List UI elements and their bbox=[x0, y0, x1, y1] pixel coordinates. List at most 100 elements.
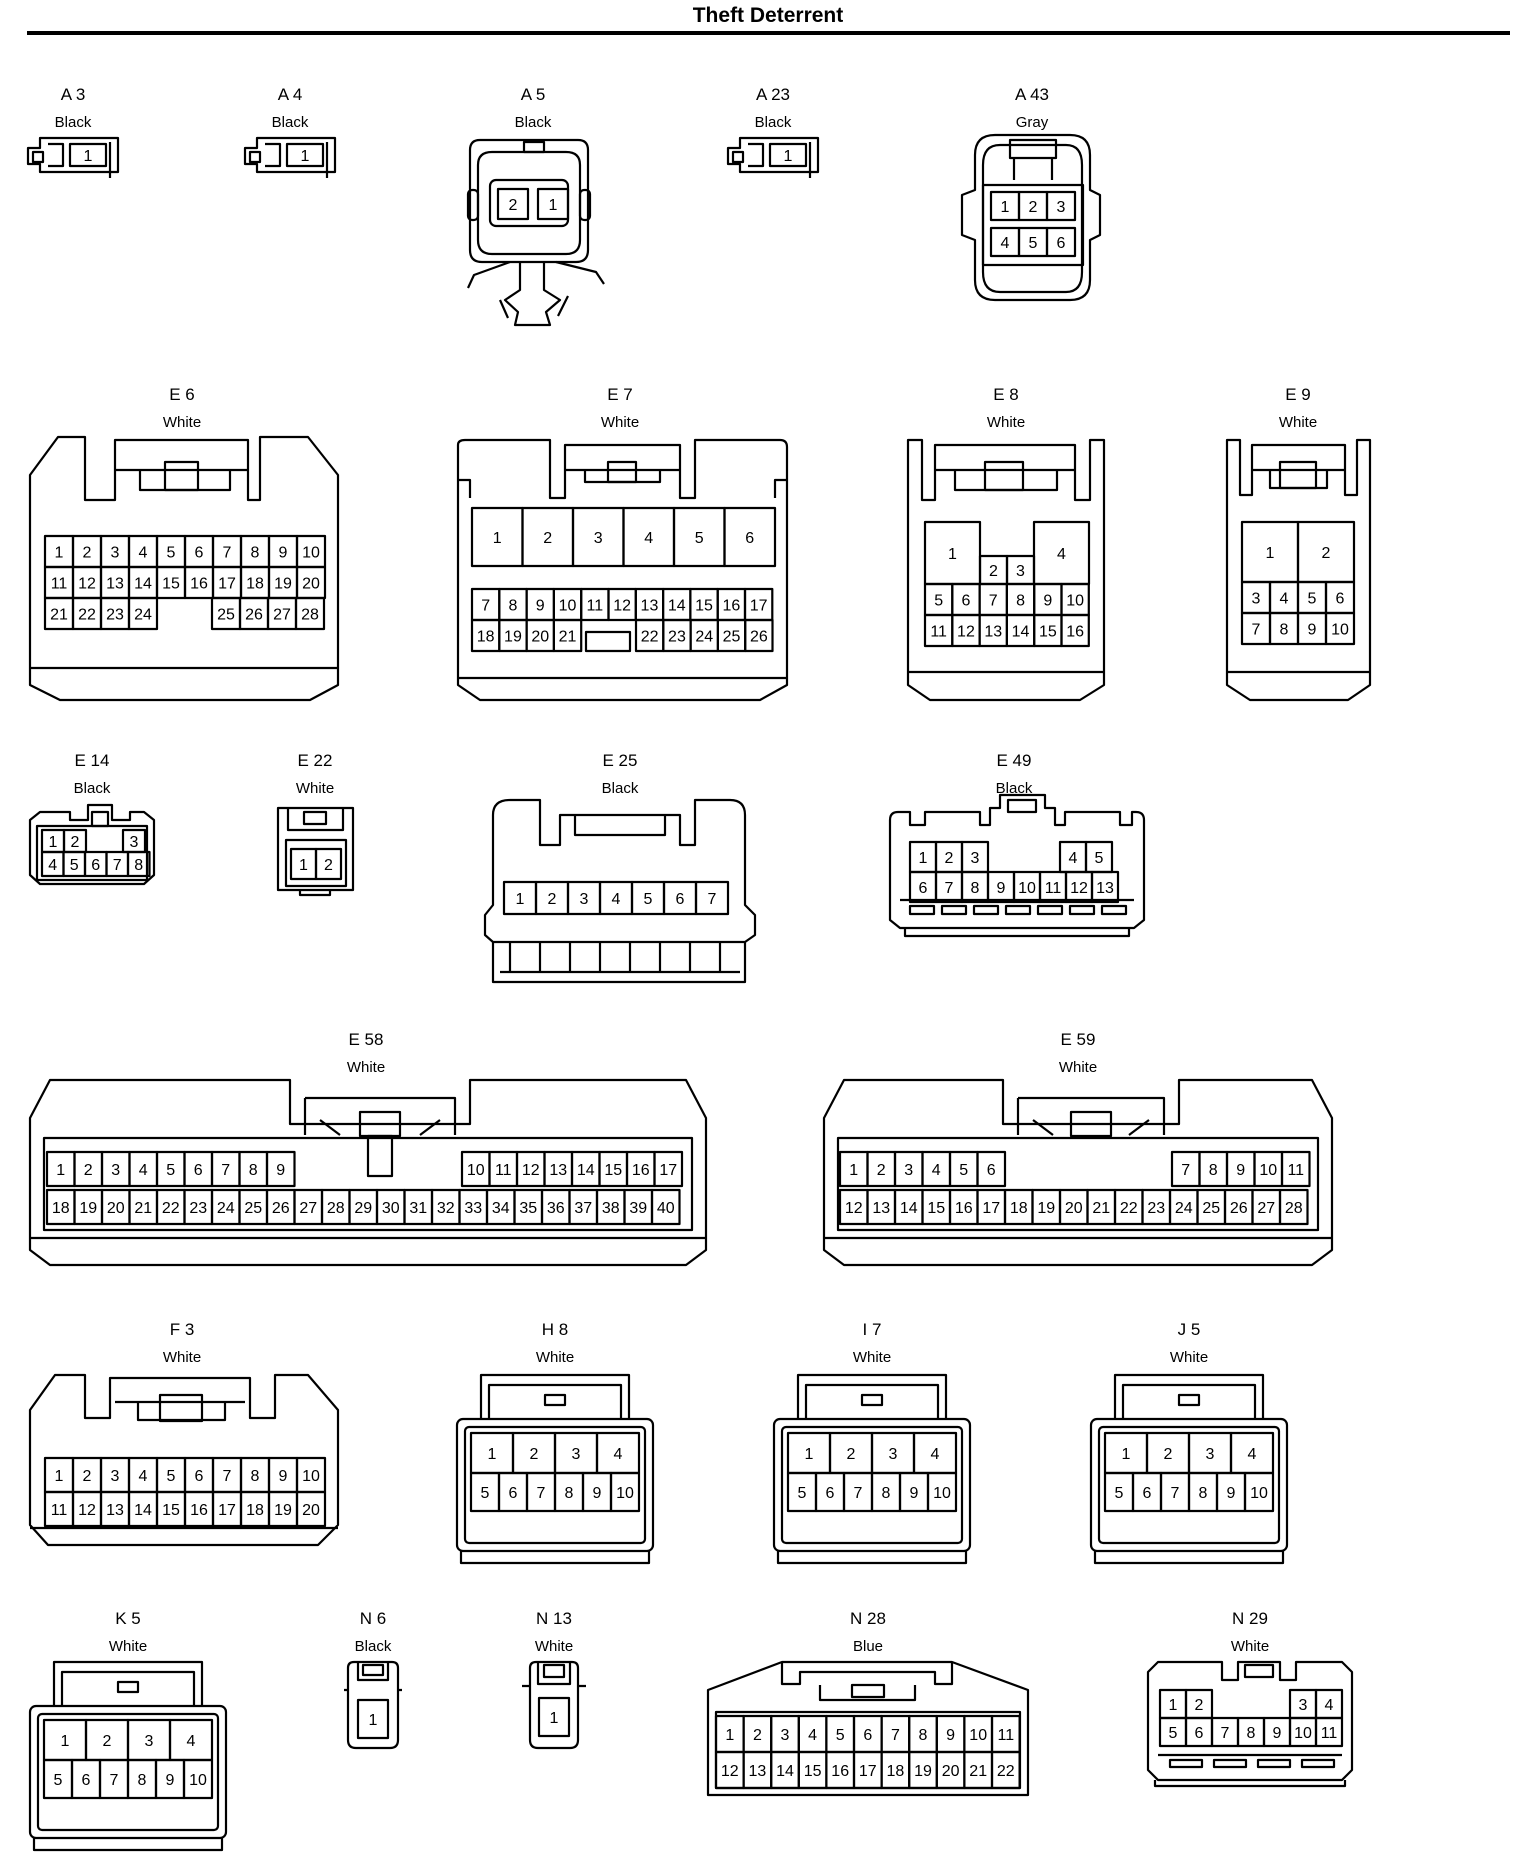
f3-pin-14: 14 bbox=[134, 1502, 152, 1519]
e49-label: E 49 bbox=[997, 751, 1032, 770]
e8-pin-16: 16 bbox=[1066, 624, 1084, 641]
f3-pin-9: 9 bbox=[279, 1468, 288, 1485]
e8-pin-15: 15 bbox=[1039, 624, 1057, 641]
pin-cavity: 23 bbox=[1141, 1188, 1172, 1226]
pin-cavity: 7 bbox=[98, 1758, 130, 1800]
pin-cavity: 4 bbox=[598, 880, 634, 916]
e59-pin-1: 1 bbox=[849, 1162, 858, 1179]
e8-pin-2: 2 bbox=[989, 563, 998, 580]
e6-pin-13: 13 bbox=[106, 576, 124, 593]
e7-pin-11: 11 bbox=[587, 598, 604, 615]
pin-cavity: 7 bbox=[1159, 1471, 1191, 1513]
e6-pin-16: 16 bbox=[190, 576, 208, 593]
pin-cavity: 5 bbox=[825, 1714, 856, 1754]
pin-cavity: 14 bbox=[1005, 613, 1036, 648]
pin-cavity: 1 bbox=[68, 142, 108, 168]
pin-cavity: 7 bbox=[880, 1714, 911, 1754]
e58-pin-13: 13 bbox=[549, 1162, 567, 1179]
pin-cavity: 17 bbox=[653, 1150, 684, 1188]
f3-pin-4: 4 bbox=[139, 1468, 148, 1485]
e58-pin-34: 34 bbox=[492, 1200, 510, 1217]
f3-pin-2: 2 bbox=[83, 1468, 92, 1485]
a43-pin-2: 2 bbox=[1029, 199, 1038, 216]
i7-pin-2: 2 bbox=[847, 1446, 856, 1463]
n29-pin-9: 9 bbox=[1273, 1725, 1282, 1742]
pin-cavity: 31 bbox=[403, 1188, 434, 1226]
e6-pin-14: 14 bbox=[134, 576, 152, 593]
n29-pin-4: 4 bbox=[1325, 1697, 1334, 1714]
pin-cavity: 22 bbox=[71, 596, 103, 631]
pin-cavity: 15 bbox=[921, 1188, 952, 1226]
pin-cavity: 38 bbox=[595, 1188, 626, 1226]
h8-pin-1: 1 bbox=[488, 1446, 497, 1463]
k5-pin-7: 7 bbox=[110, 1772, 119, 1789]
e8-pin-1: 1 bbox=[948, 546, 957, 563]
pin-cavity: 5 bbox=[786, 1471, 818, 1513]
pin-cavity: 4 bbox=[595, 1431, 641, 1475]
pin-cavity: 32 bbox=[430, 1188, 461, 1226]
e59-pin-15: 15 bbox=[927, 1200, 945, 1217]
n13-color: White bbox=[535, 1638, 573, 1655]
e22-label: E 22 bbox=[298, 751, 333, 770]
pin-cavity: 16 bbox=[183, 1490, 215, 1528]
pin-cavity: 3 bbox=[100, 1150, 131, 1188]
n29-pin-1: 1 bbox=[1169, 1697, 1178, 1714]
pin-cavity: 3 bbox=[1240, 580, 1272, 615]
pin-cavity: 10 bbox=[295, 1456, 327, 1494]
n6-color: Black bbox=[355, 1638, 392, 1655]
pin-cavity: 5 bbox=[630, 880, 666, 916]
h8-pin-2: 2 bbox=[530, 1446, 539, 1463]
e7-pin-7: 7 bbox=[481, 598, 490, 615]
pin-cavity: 7 bbox=[211, 1456, 243, 1494]
e58-pin-7: 7 bbox=[221, 1162, 230, 1179]
pin-cavity: 16 bbox=[716, 587, 747, 622]
pin-cavity: 29 bbox=[348, 1188, 379, 1226]
h8-pin-5: 5 bbox=[481, 1485, 490, 1502]
pin-cavity: 11 bbox=[488, 1150, 519, 1188]
pin-cavity: 12 bbox=[1064, 870, 1094, 904]
a3-pin-1: 1 bbox=[84, 148, 93, 165]
e58-pin-4: 4 bbox=[139, 1162, 148, 1179]
e7-pin-25: 25 bbox=[723, 629, 741, 646]
pin-cavity: 3 bbox=[770, 1714, 800, 1754]
pin-cavity: 1 bbox=[42, 1718, 88, 1762]
pin-cavity: 3 bbox=[1288, 1688, 1318, 1720]
pin-cavity: 15 bbox=[689, 587, 719, 622]
pin-cavity: 3 bbox=[99, 1456, 131, 1494]
pin-cavity: 7 bbox=[1210, 1716, 1240, 1748]
i7-pin-6: 6 bbox=[826, 1485, 835, 1502]
pin-cavity: 13 bbox=[543, 1150, 574, 1188]
n28-pin-17: 17 bbox=[859, 1763, 877, 1780]
pin-cavity: 13 bbox=[634, 587, 665, 622]
pin-cavity: 24 bbox=[127, 596, 159, 631]
pin-cavity: 18 bbox=[470, 618, 501, 653]
pin-cavity: 2 bbox=[521, 506, 575, 568]
pin-cavity: 1 bbox=[470, 506, 524, 568]
n29-pin-3: 3 bbox=[1299, 1697, 1308, 1714]
e58-pin-32: 32 bbox=[437, 1200, 455, 1217]
pin-cavity: 10 bbox=[1324, 611, 1356, 646]
pin-cavity: 1 bbox=[45, 1150, 76, 1188]
e58-pin-11: 11 bbox=[495, 1162, 512, 1179]
pin-cavity: 22 bbox=[990, 1750, 1021, 1790]
pin-cavity: 9 bbox=[154, 1758, 186, 1800]
pin-cavity: 7 bbox=[978, 582, 1008, 617]
e8-pin-12: 12 bbox=[957, 624, 975, 641]
e8-label: E 8 bbox=[993, 385, 1019, 404]
k5-pin-6: 6 bbox=[82, 1772, 91, 1789]
pin-cavity: 15 bbox=[1033, 613, 1063, 648]
n29-pin-2: 2 bbox=[1195, 1697, 1204, 1714]
pin-cavity: 6 bbox=[497, 1471, 529, 1513]
pin-cavity: 23 bbox=[662, 618, 692, 653]
pin-cavity: 1 bbox=[289, 847, 318, 881]
pin-cavity: 19 bbox=[1031, 1188, 1062, 1226]
k5-pin-8: 8 bbox=[138, 1772, 147, 1789]
e59-pin-21: 21 bbox=[1092, 1200, 1110, 1217]
pin-cavity: 1 bbox=[43, 534, 75, 569]
pin-cavity: 9 bbox=[525, 587, 555, 622]
a3-label: A 3 bbox=[61, 85, 86, 104]
n28-pin-8: 8 bbox=[919, 1727, 928, 1744]
